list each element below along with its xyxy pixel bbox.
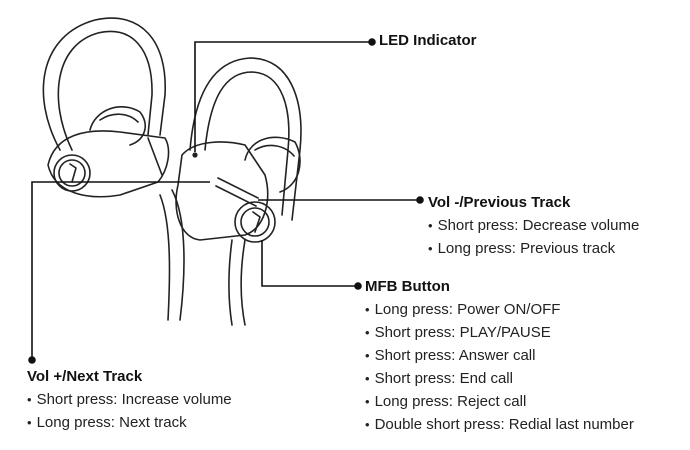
- vol-minus-title: Vol -/Previous Track: [428, 194, 571, 211]
- vol-plus-callout-dot: [28, 356, 36, 364]
- list-item: Short press: Increase volume: [27, 388, 232, 411]
- vol-plus-title: Vol +/Next Track: [27, 368, 143, 385]
- vol-minus-callout-dot: [416, 196, 424, 204]
- mfb-callout-line: [261, 240, 358, 287]
- list-item: Long press: Reject call: [365, 390, 634, 413]
- callout-lines: [28, 38, 424, 364]
- mfb-title: MFB Button: [365, 278, 450, 295]
- led-indicator-label: LED Indicator: [379, 32, 477, 50]
- led-callout-line: [194, 41, 372, 152]
- right-earbud: [175, 57, 302, 326]
- vol-minus-label: Vol -/Previous Track Short press: Decrea…: [428, 194, 639, 260]
- left-earbud: [42, 17, 185, 321]
- list-item: Short press: PLAY/PAUSE: [365, 321, 634, 344]
- list-item: Long press: Previous track: [428, 237, 639, 260]
- list-item: Long press: Next track: [27, 411, 232, 434]
- mfb-callout-dot: [354, 282, 362, 290]
- list-item: Short press: End call: [365, 367, 634, 390]
- vol-minus-list: Short press: Decrease volume Long press:…: [428, 214, 640, 260]
- vol-plus-callout-line: [31, 181, 210, 360]
- list-item: Short press: Answer call: [365, 344, 634, 367]
- list-item: Short press: Decrease volume: [428, 214, 640, 237]
- mfb-list: Long press: Power ON/OFF Short press: PL…: [365, 298, 634, 436]
- vol-plus-list: Short press: Increase volume Long press:…: [27, 388, 232, 434]
- vol-plus-label: Vol +/Next Track Short press: Increase v…: [27, 368, 232, 434]
- led-callout-dot: [368, 38, 376, 46]
- mfb-button-label: MFB Button Long press: Power ON/OFF Shor…: [365, 278, 634, 436]
- list-item: Double short press: Redial last number: [365, 413, 634, 436]
- led-indicator-title: LED Indicator: [379, 32, 477, 49]
- list-item: Long press: Power ON/OFF: [365, 298, 634, 321]
